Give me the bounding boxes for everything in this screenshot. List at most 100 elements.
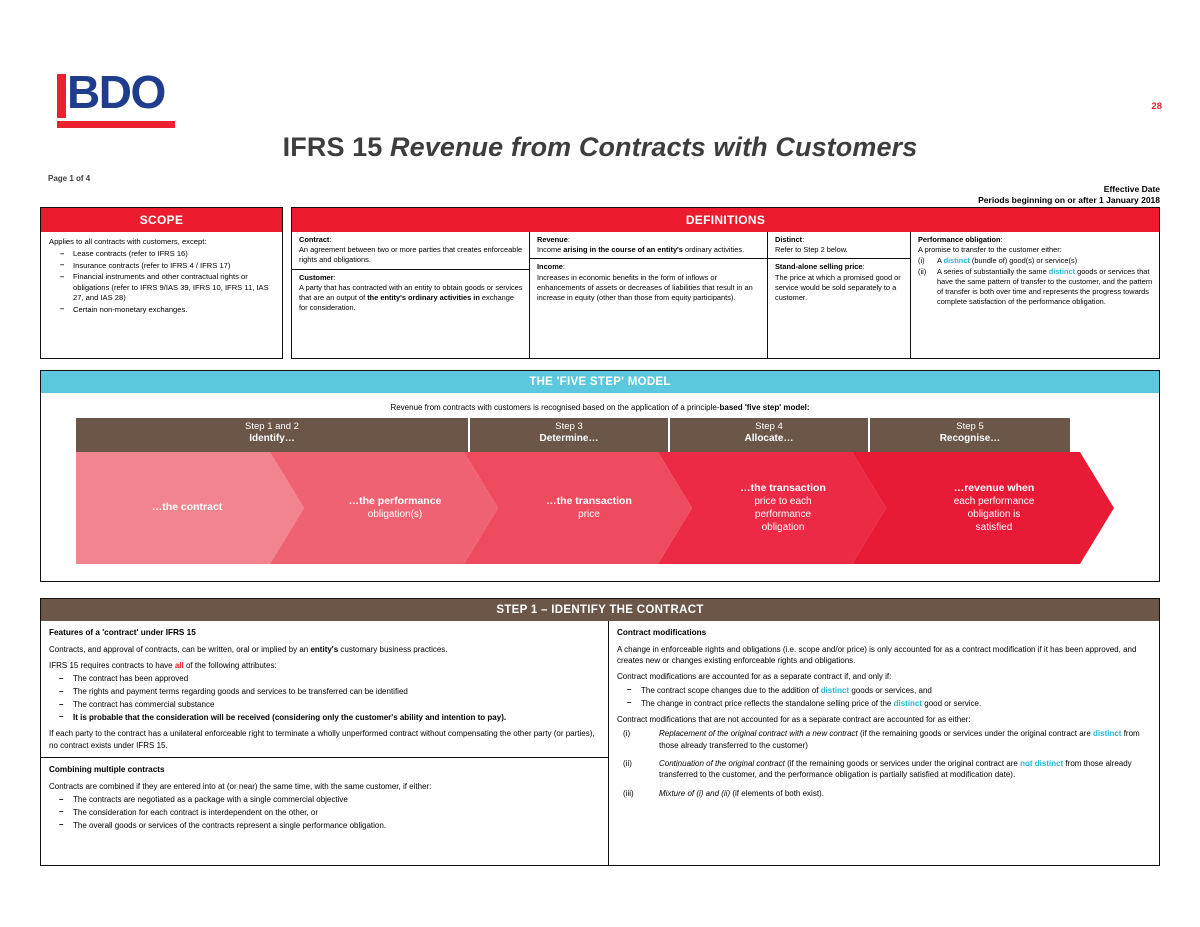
definitions-column-4: Performance obligation: A promise to tra… bbox=[911, 232, 1159, 358]
list-item: The rights and payment terms regarding g… bbox=[59, 686, 599, 698]
highlight-all: all bbox=[174, 661, 184, 670]
combining-intro: Contracts are combined if they are enter… bbox=[49, 781, 432, 791]
list-item: (ii)A series of substantially the same d… bbox=[918, 267, 1153, 308]
definition-term: Revenue bbox=[537, 235, 568, 244]
modifications-paragraph-1: A change in enforceable rights and oblig… bbox=[617, 644, 1137, 665]
list-item: The contract has been approved bbox=[59, 673, 599, 685]
scope-intro: Applies to all contracts with customers,… bbox=[49, 237, 207, 246]
chevron-subtitle: obligation(s) bbox=[367, 509, 423, 521]
step-verb: Recognise… bbox=[939, 433, 1001, 445]
five-step-diagram: Step 1 and 2 Identify… Step 3 Determine…… bbox=[76, 418, 1129, 567]
step-header-4: Step 4 Allocate… bbox=[670, 418, 870, 452]
chevron-title: …the transaction bbox=[546, 494, 632, 507]
definition-contract: Contract: An agreement between two or mo… bbox=[292, 232, 529, 270]
text-part: The contract scope changes due to the ad… bbox=[641, 685, 821, 695]
chevron-content: …the contract bbox=[138, 501, 243, 515]
definitions-column-1: Contract: An agreement between two or mo… bbox=[292, 232, 530, 358]
logo-wordmark: BDO bbox=[67, 66, 166, 118]
definition-lead: A promise to transfer to the customer ei… bbox=[918, 245, 1062, 255]
definition-text: Increases in economic benefits in the fo… bbox=[537, 272, 753, 303]
scope-definitions-row: SCOPE Applies to all contracts with cust… bbox=[40, 207, 1160, 359]
definition-term: Income bbox=[537, 262, 563, 272]
step-verb: Allocate… bbox=[744, 433, 794, 445]
title-prefix: IFRS 15 bbox=[282, 132, 391, 162]
definition-text: Income arising in the course of an entit… bbox=[537, 245, 761, 255]
text-part: from those already transferred to the cu… bbox=[659, 759, 1132, 780]
definition-performance-obligation: Performance obligation: A promise to tra… bbox=[918, 235, 1153, 308]
definition-term: Contract bbox=[299, 235, 330, 244]
list-item: (iii)Mixture of (i) and (ii) (if element… bbox=[623, 788, 1150, 799]
page-number: 28 bbox=[1151, 101, 1162, 112]
definition-term: Performance obligation bbox=[918, 235, 1001, 244]
text-part: (if elements of both exist). bbox=[730, 788, 824, 798]
modifications-roman-list: (i)Replacement of the original contract … bbox=[617, 728, 1150, 799]
step-label: Step 4 bbox=[755, 421, 783, 432]
definition-income: Income: Increases in economic benefits i… bbox=[530, 259, 767, 358]
step1-columns: Features of a 'contract' under IFRS 15 C… bbox=[41, 621, 1159, 865]
definition-text: An agreement between two or more parties… bbox=[299, 245, 523, 265]
step-header-5: Step 5 Recognise… bbox=[870, 418, 1070, 452]
text-italic: Continuation of the original contract bbox=[659, 759, 785, 769]
highlight-distinct: distinct bbox=[820, 685, 850, 695]
modifications-title: Contract modifications bbox=[617, 628, 707, 637]
list-text-part: goods or services that have the same pat… bbox=[937, 266, 1153, 307]
definition-customer: Customer: A party that has contracted wi… bbox=[299, 272, 523, 313]
list-marker: (i) bbox=[623, 729, 631, 739]
definitions-column-3: Distinct: Refer to Step 2 below. Stand-a… bbox=[768, 232, 911, 358]
intro-text-bold: based 'five step' model: bbox=[719, 403, 810, 412]
features-paragraph-1: Contracts, and approval of contracts, ca… bbox=[49, 644, 599, 655]
title-italic: Revenue from Contracts with Customers bbox=[390, 132, 918, 162]
highlight-distinct: distinct bbox=[1093, 729, 1122, 739]
features-title: Features of a 'contract' under IFRS 15 bbox=[49, 628, 196, 637]
text-part: from those already transferred to the cu… bbox=[659, 729, 1140, 750]
list-item: (i)A distinct (bundle of) good(s) or ser… bbox=[918, 256, 1153, 266]
list-item: The contract scope changes due to the ad… bbox=[627, 684, 1150, 696]
chevron-title: …the performance bbox=[348, 494, 442, 507]
logo-bottom-bar bbox=[57, 121, 175, 128]
step-label: Step 5 bbox=[956, 421, 984, 432]
step1-right-column: Contract modifications A change in enfor… bbox=[609, 621, 1159, 865]
list-item: Lease contracts (refer to IFRS 16) bbox=[60, 249, 276, 260]
step1-heading: STEP 1 – IDENTIFY THE CONTRACT bbox=[41, 599, 1159, 621]
chevron-step-2: …the performance obligation(s) bbox=[270, 452, 498, 564]
scope-heading: SCOPE bbox=[41, 208, 282, 232]
logo-left-bar bbox=[57, 74, 66, 118]
highlight-not-distinct: not distinct bbox=[1020, 759, 1064, 769]
step-header-3: Step 3 Determine… bbox=[470, 418, 670, 452]
definitions-grid: Contract: An agreement between two or mo… bbox=[292, 232, 1159, 358]
five-step-heading: THE 'FIVE STEP' MODEL bbox=[41, 371, 1159, 393]
chevron-step-3: …the transaction price bbox=[464, 452, 692, 564]
definition-text-part: ordinary activities. bbox=[682, 245, 745, 255]
text-part: good or service. bbox=[922, 698, 982, 708]
chevron-title: …the transaction bbox=[740, 481, 826, 494]
definition-text-bold: the entity's ordinary activities in bbox=[367, 293, 480, 303]
definition-term: Distinct bbox=[775, 235, 803, 244]
combining-list: The contracts are negotiated as a packag… bbox=[49, 793, 599, 831]
text-part: (if the remaining goods or services unde… bbox=[857, 729, 1094, 739]
features-list: The contract has been approved The right… bbox=[49, 673, 599, 723]
list-marker: (iii) bbox=[623, 788, 634, 798]
definition-text-part: A party that has contracted with an enti… bbox=[299, 282, 523, 303]
step1-left-column: Features of a 'contract' under IFRS 15 C… bbox=[41, 621, 609, 865]
chevron-title: …the contract bbox=[151, 501, 223, 514]
step1-panel: STEP 1 – IDENTIFY THE CONTRACT Features … bbox=[40, 598, 1160, 866]
definition-text-part: Income bbox=[537, 245, 564, 255]
scope-body: Applies to all contracts with customers,… bbox=[41, 232, 282, 320]
definitions-heading: DEFINITIONS bbox=[292, 208, 1159, 232]
list-item: (i)Replacement of the original contract … bbox=[623, 728, 1150, 751]
text-part: (if the remaining goods or services unde… bbox=[784, 759, 1021, 769]
effective-date: Effective Date Periods beginning on or a… bbox=[978, 184, 1160, 207]
definition-text: The price at which a promised good or se… bbox=[775, 272, 901, 303]
chevron-content: …the performance obligation(s) bbox=[321, 495, 448, 522]
list-marker: (ii) bbox=[918, 266, 927, 276]
scope-panel: SCOPE Applies to all contracts with cust… bbox=[40, 207, 283, 359]
bdo-logo: BDO bbox=[57, 69, 175, 128]
list-text-part: A series of substantially the same bbox=[937, 266, 1049, 276]
five-step-model-panel: THE 'FIVE STEP' MODEL Revenue from contr… bbox=[40, 370, 1160, 582]
list-item: Certain non-monetary exchanges. bbox=[60, 304, 276, 315]
definition-distinct: Distinct: Refer to Step 2 below. bbox=[768, 232, 910, 260]
